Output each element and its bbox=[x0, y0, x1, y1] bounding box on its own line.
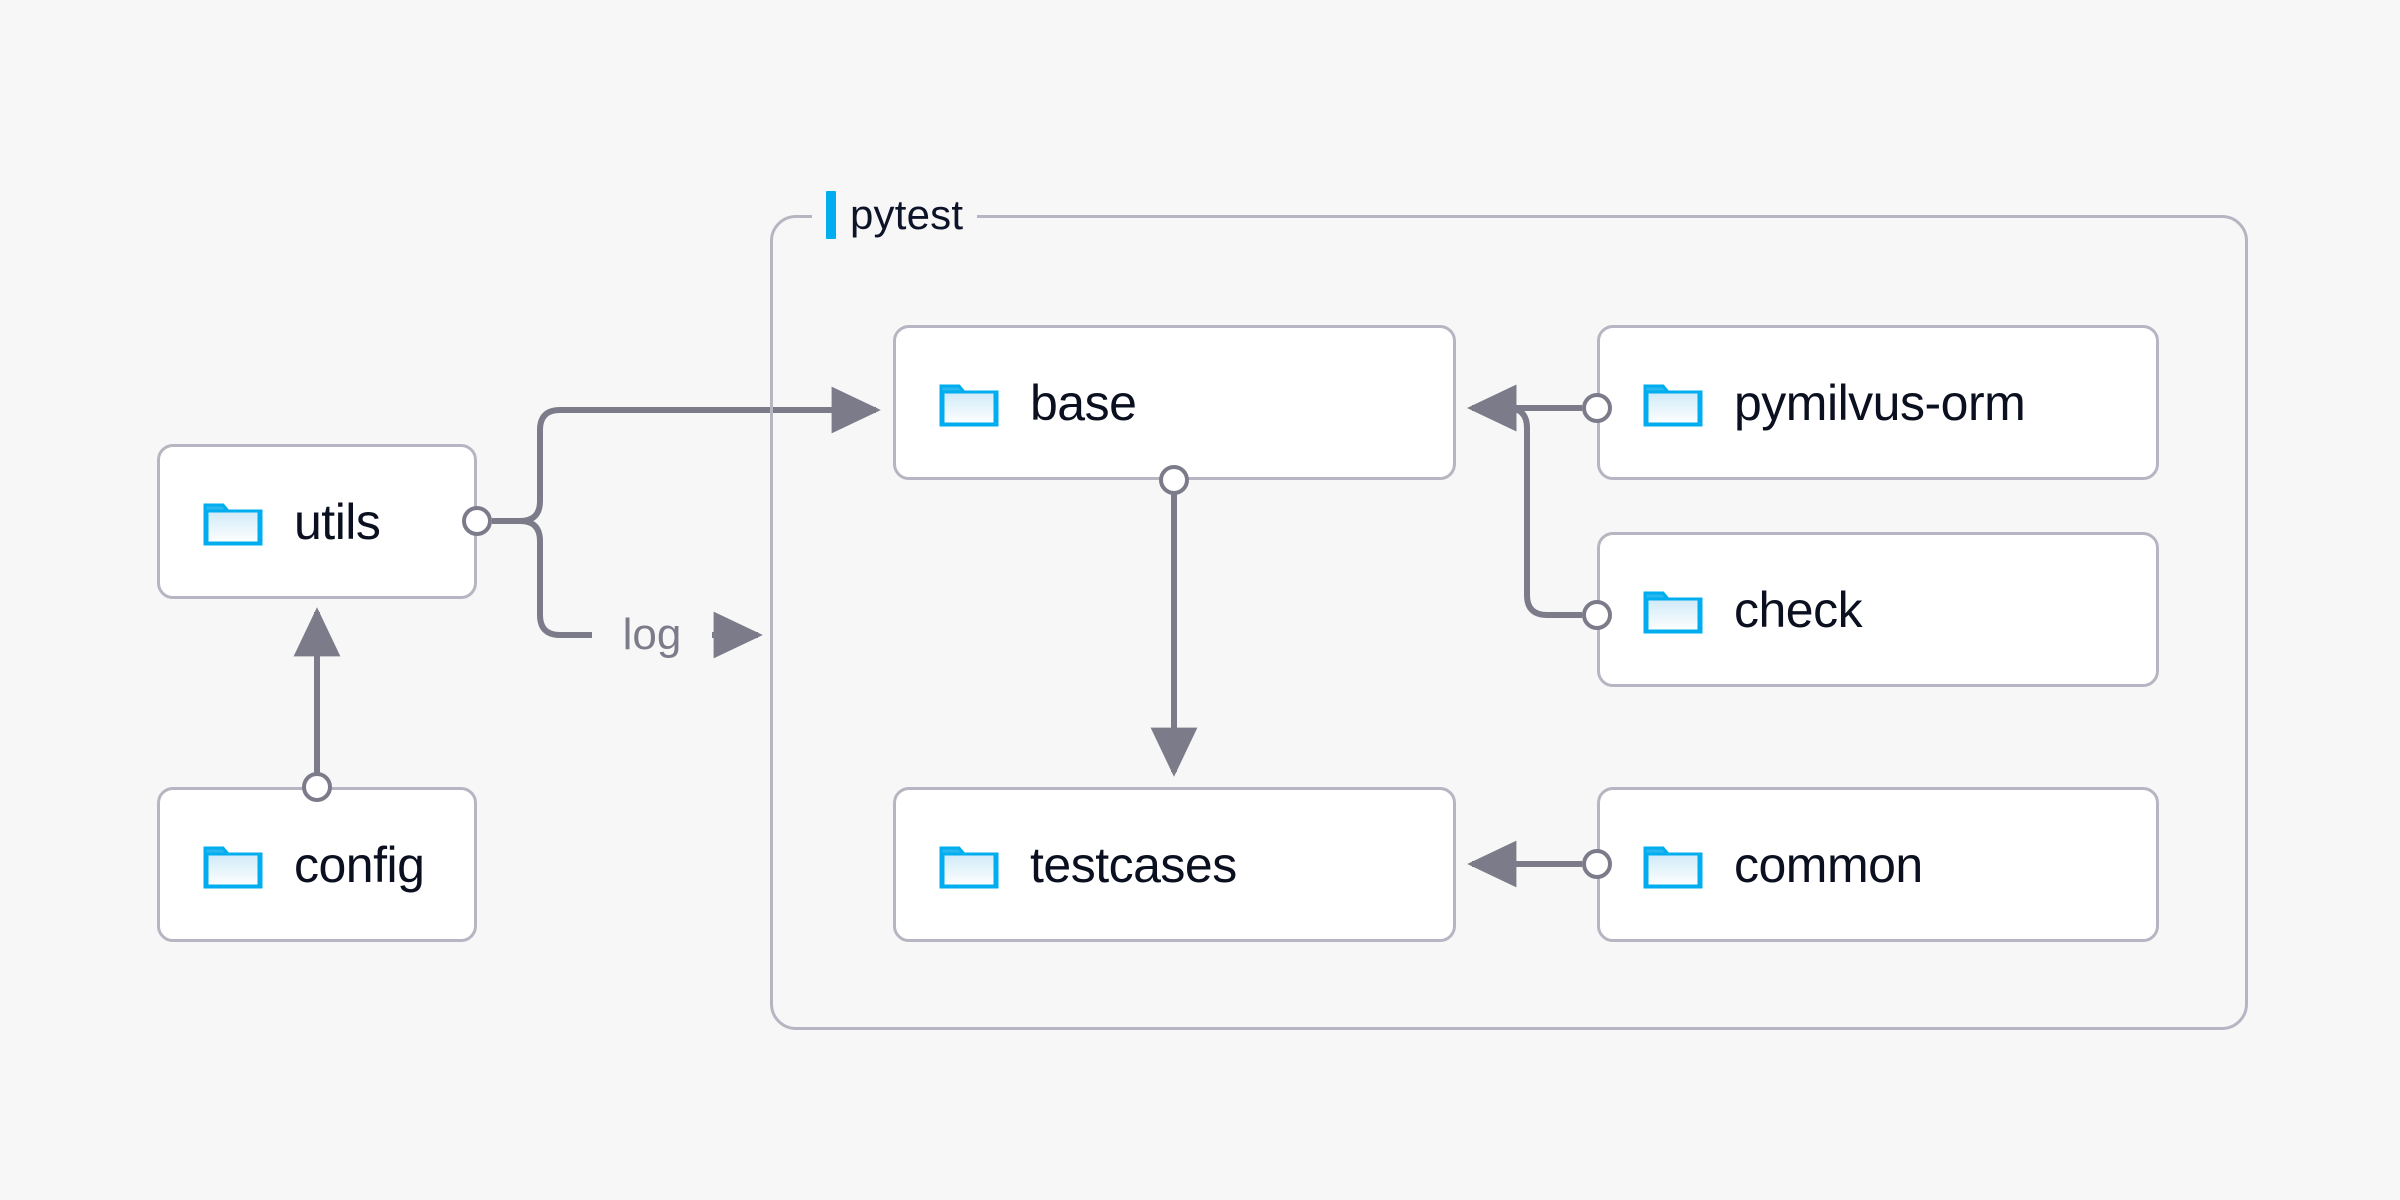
port-pymilvus-orm-left[interactable] bbox=[1582, 393, 1612, 423]
edge-utils-log bbox=[492, 518, 592, 638]
node-label-config: config bbox=[294, 836, 425, 893]
port-base-bottom[interactable] bbox=[1159, 465, 1189, 495]
pytest-group-label: pytest bbox=[812, 185, 978, 245]
node-common[interactable]: common bbox=[1597, 787, 2159, 942]
port-common-left[interactable] bbox=[1582, 849, 1612, 879]
edge-label-log: log bbox=[614, 610, 690, 660]
node-label-testcases: testcases bbox=[1030, 836, 1237, 893]
node-utils[interactable]: utils bbox=[157, 444, 477, 599]
node-check[interactable]: check bbox=[1597, 532, 2159, 687]
port-utils-right[interactable] bbox=[462, 506, 492, 536]
node-testcases[interactable]: testcases bbox=[893, 787, 1456, 942]
folder-icon bbox=[1642, 838, 1704, 892]
folder-icon bbox=[202, 838, 264, 892]
node-pymilvus-orm[interactable]: pymilvus-orm bbox=[1597, 325, 2159, 480]
node-label-check: check bbox=[1734, 581, 1863, 638]
folder-icon bbox=[938, 376, 1000, 430]
folder-icon bbox=[1642, 376, 1704, 430]
pytest-group-container[interactable] bbox=[770, 215, 2248, 1030]
group-title-text: pytest bbox=[850, 191, 964, 238]
node-label-utils: utils bbox=[294, 493, 381, 550]
folder-icon bbox=[1642, 583, 1704, 637]
port-config-top[interactable] bbox=[302, 772, 332, 802]
node-label-base: base bbox=[1030, 374, 1137, 431]
node-label-common: common bbox=[1734, 836, 1923, 893]
folder-icon bbox=[202, 495, 264, 549]
node-label-pymilvus-orm: pymilvus-orm bbox=[1734, 374, 2026, 431]
node-config[interactable]: config bbox=[157, 787, 477, 942]
folder-icon bbox=[938, 838, 1000, 892]
group-accent-bar-icon bbox=[826, 191, 836, 239]
port-check-left[interactable] bbox=[1582, 600, 1612, 630]
node-base[interactable]: base bbox=[893, 325, 1456, 480]
